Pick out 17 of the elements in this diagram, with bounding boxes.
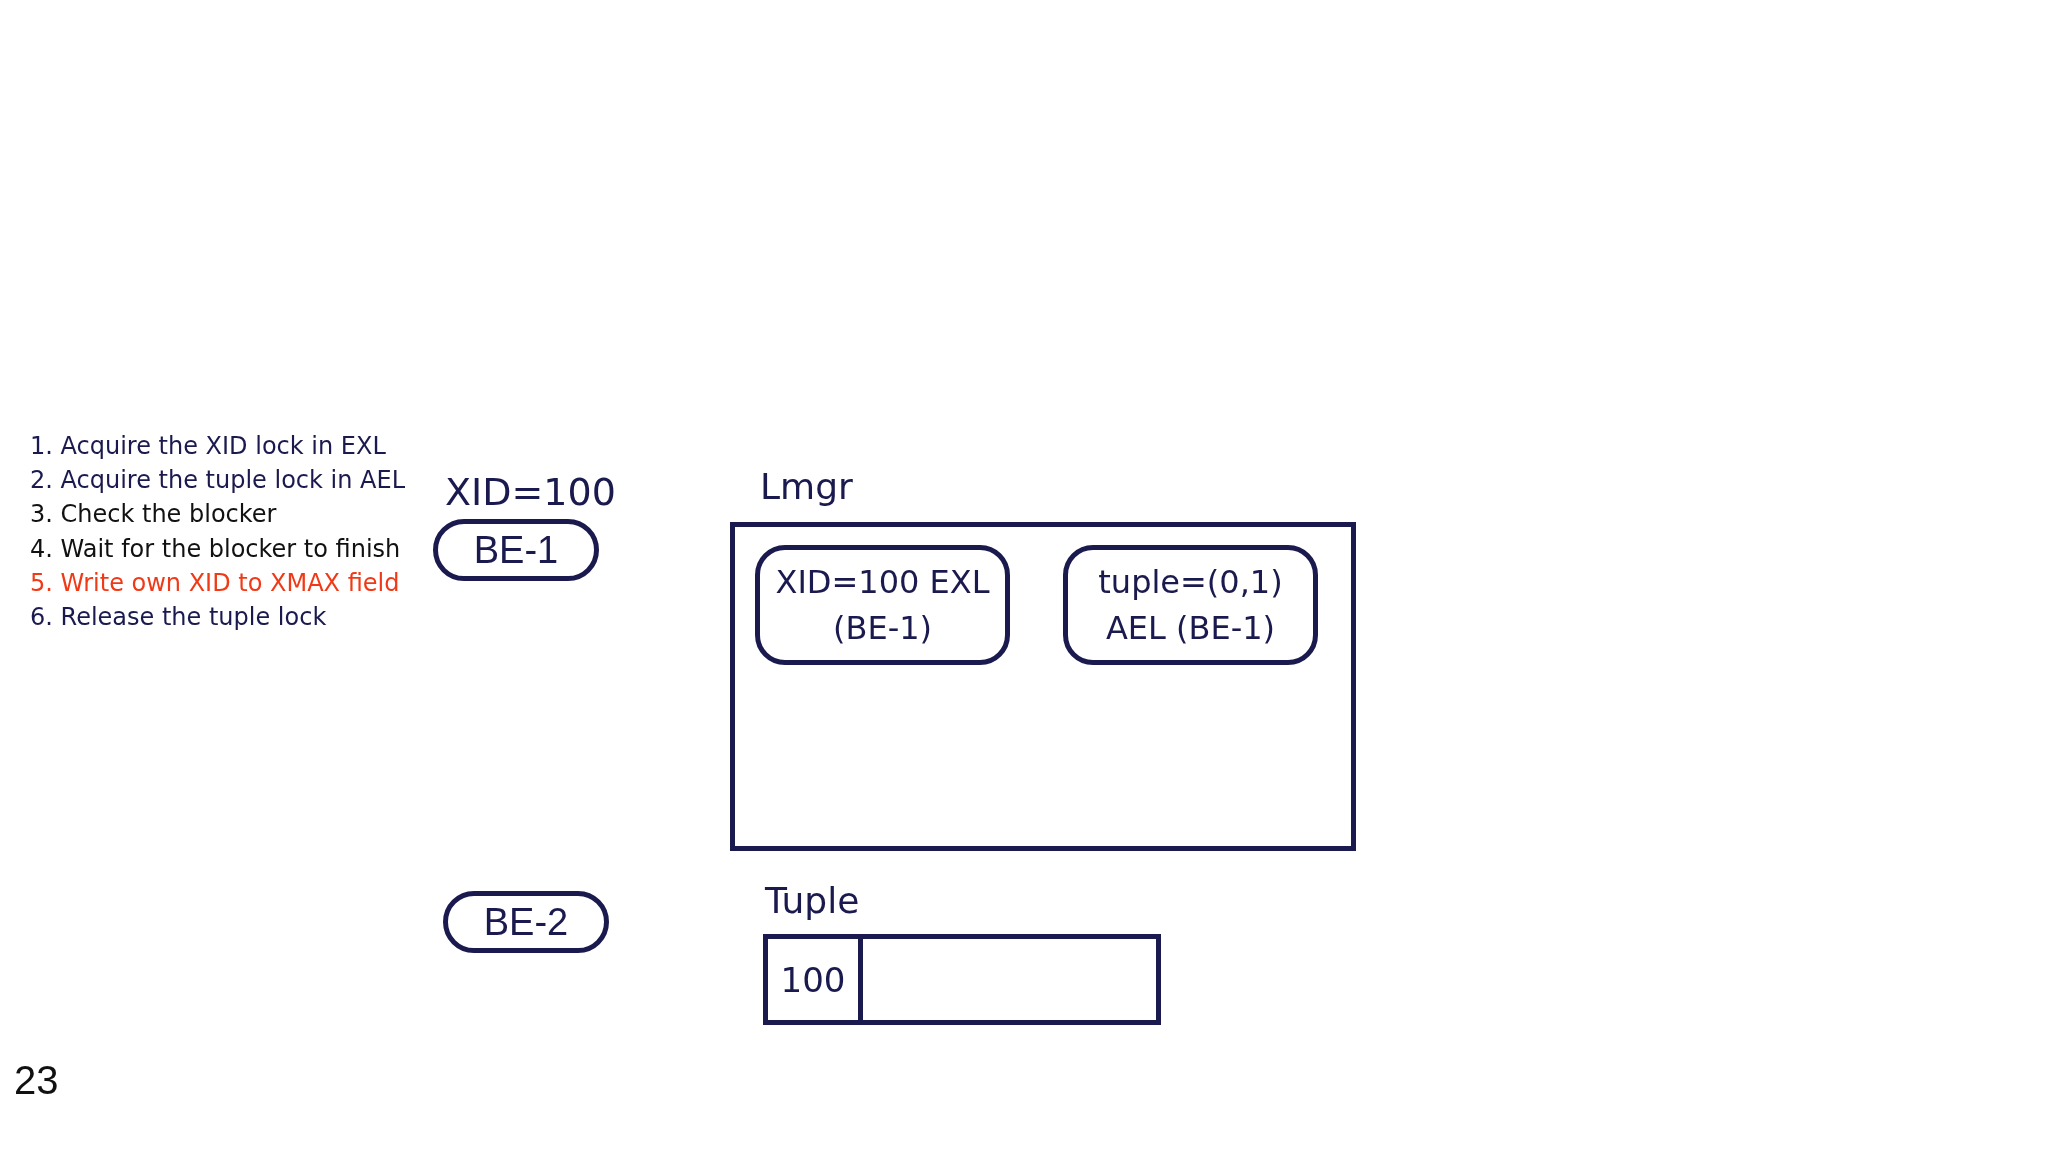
xmax-field: 100	[768, 939, 858, 1020]
box-heading: Tuple	[765, 880, 860, 921]
step-item: 4. Wait for the blocker to finish	[30, 534, 401, 563]
lock-entry-box: tuple=(0,1) AEL (BE-1)	[1063, 545, 1318, 665]
lock-entry-box: XID=100 EXL (BE-1)	[755, 545, 1010, 665]
step-item: 1. Acquire the XID lock in EXL	[30, 432, 386, 460]
step-item: 6. Release the tuple lock	[30, 603, 327, 631]
page-number: 23	[14, 1058, 59, 1103]
tuple-box	[763, 934, 1161, 1025]
box-heading: Lmgr	[760, 466, 853, 507]
transaction-id-label: XID=100	[445, 470, 616, 514]
backend-pill: BE-2	[443, 891, 609, 953]
step-item: 2. Acquire the tuple lock in AEL	[30, 466, 406, 495]
backend-pill: BE-1	[433, 519, 599, 581]
step-item: 3. Check the blocker	[30, 500, 277, 529]
lock-manager-box	[730, 522, 1356, 851]
step-item: 5. Write own XID to XMAX field	[30, 568, 400, 597]
